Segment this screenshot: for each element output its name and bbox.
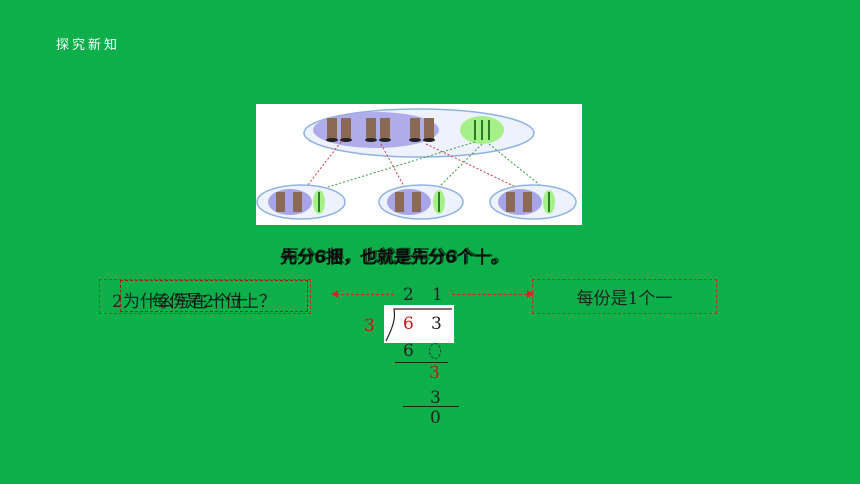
dividend-box: [384, 305, 454, 343]
right-arrowhead-icon: [527, 290, 534, 298]
division-bracket-icon: [385, 308, 452, 342]
left-arrowhead-icon: [331, 290, 338, 298]
section-title: 探究新知: [56, 38, 121, 53]
subtraction-line-2: [403, 406, 459, 407]
subtraction-line-1: [395, 362, 448, 363]
bundles-illustration: [256, 104, 582, 225]
right-arrow-line: [452, 294, 527, 295]
question-box: 2为什么写在十位上？ 每份是2个十: [99, 279, 311, 314]
product-tens: 6: [403, 341, 414, 361]
answer-text: 每份是1个一: [576, 289, 673, 309]
dividend-tens: 6: [403, 314, 414, 334]
product-ones: 3: [430, 388, 441, 408]
question-text: 2为什么写在十位上？: [112, 292, 276, 312]
quotient-ones: 1: [432, 285, 443, 305]
question-overlay-text: 每份是2个十: [152, 292, 248, 312]
question-inner-box: [120, 280, 308, 312]
caption-overlay-text: 再分3根，也就是再分3个一。: [282, 247, 510, 267]
remainder-ones: 3: [429, 363, 440, 383]
left-arrow-line: [336, 294, 394, 295]
dividend-ones: 3: [431, 314, 442, 334]
answer-box: 每份是1个一: [532, 279, 717, 314]
placeholder-zero-icon: [429, 343, 441, 359]
divisor: 3: [364, 316, 375, 336]
quotient-tens: 2: [403, 285, 414, 305]
final-remainder: 0: [430, 408, 441, 428]
caption: 先分6捆，也就是先分6个十。 再分3根，也就是再分3个一。: [240, 240, 620, 268]
caption-text: 先分6捆，也就是先分6个十。: [280, 248, 508, 268]
bundles-of-sticks-icon: [256, 108, 577, 220]
